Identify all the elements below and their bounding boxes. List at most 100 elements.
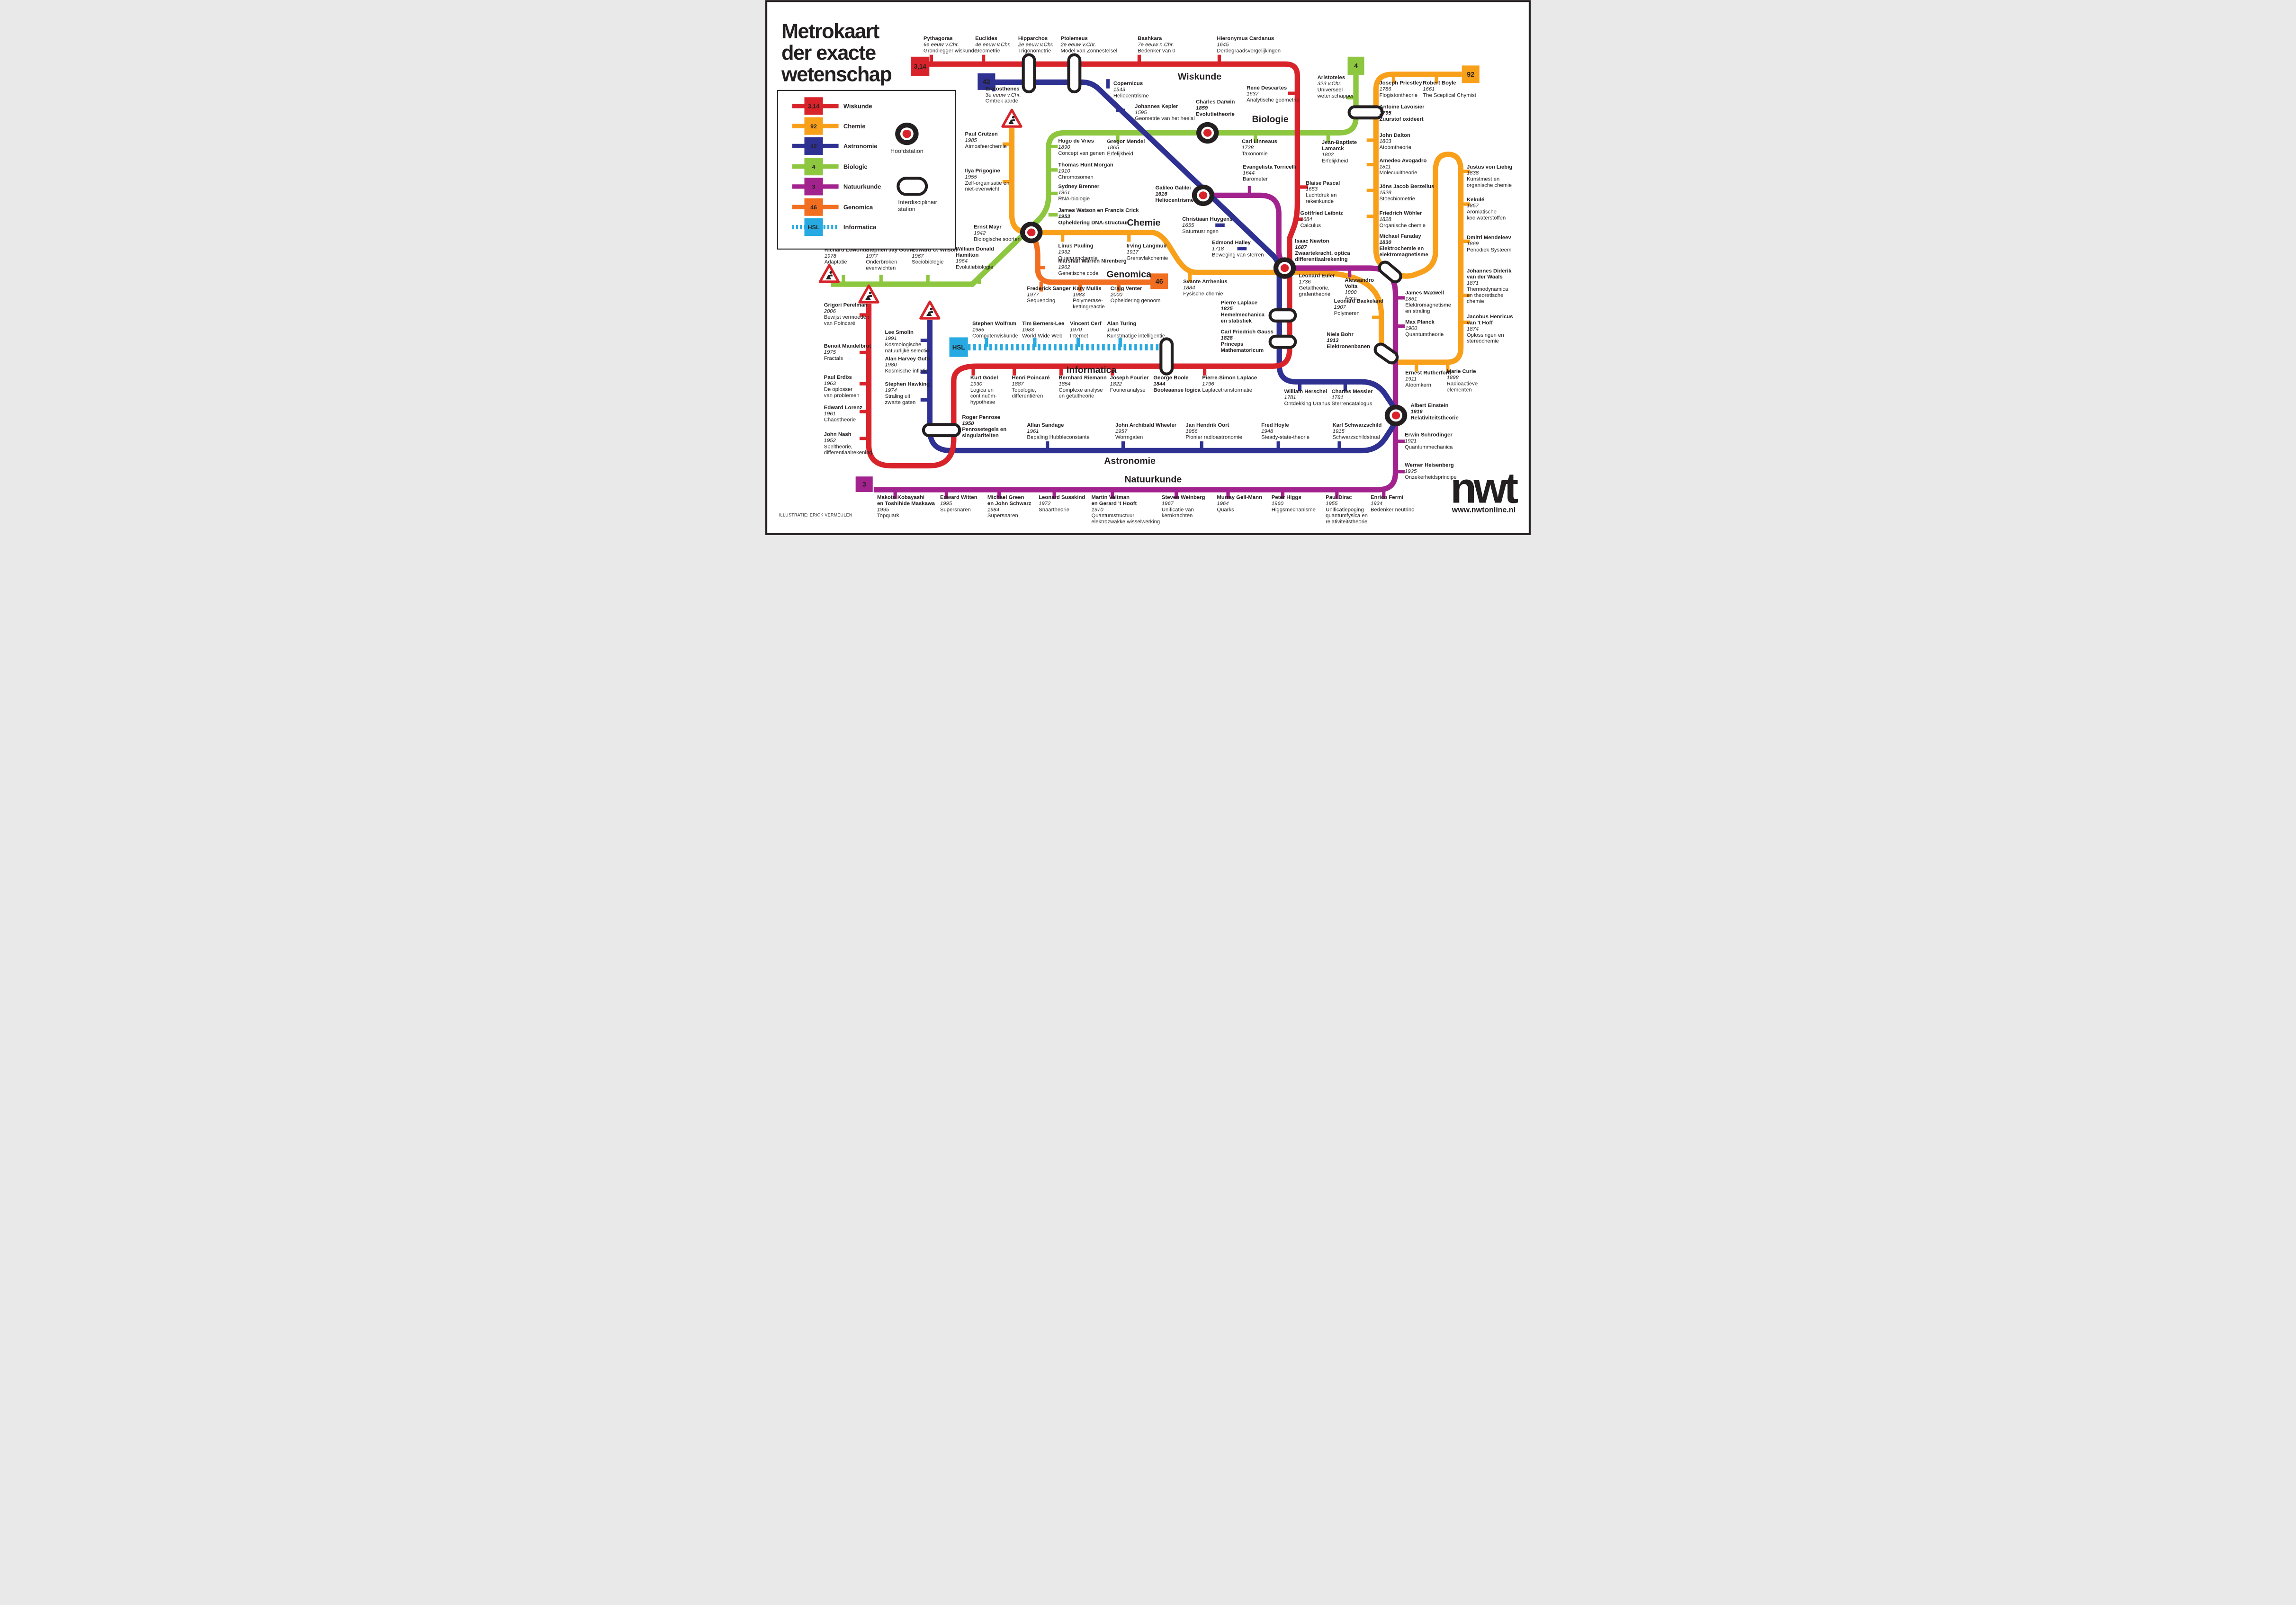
terminus-badge: 92 xyxy=(1462,65,1480,83)
station-tick xyxy=(1076,338,1080,347)
station-tick xyxy=(1366,138,1376,142)
terminus-box xyxy=(949,337,968,357)
station-tick xyxy=(1002,180,1012,184)
station-tick xyxy=(1366,215,1376,218)
station-tick xyxy=(1395,439,1405,443)
construction-worker-icon xyxy=(930,307,933,311)
station-tick xyxy=(1372,315,1381,319)
construction-triangle-icon xyxy=(858,284,879,304)
station-tick xyxy=(1217,54,1221,64)
interchange-station xyxy=(1268,334,1297,349)
line-name-label: Chemie xyxy=(1127,217,1161,228)
station-tick xyxy=(1175,489,1178,499)
terminus-number: HSL xyxy=(952,344,965,351)
hoofdstation xyxy=(1020,222,1043,243)
legend-badge xyxy=(804,218,823,236)
terminus-badge: HSL xyxy=(949,337,968,357)
construction-triangle-icon xyxy=(919,300,941,320)
legend-badge xyxy=(804,97,823,115)
station-tick xyxy=(1226,489,1230,499)
station-tick xyxy=(1395,470,1405,474)
construction-triangle xyxy=(858,284,879,304)
terminus-number: 4 xyxy=(1354,63,1358,70)
legend-item-label: Natuurkunde xyxy=(843,183,881,190)
legend-badge-number: HSL xyxy=(808,224,820,231)
hoofdstation-center xyxy=(1391,412,1400,420)
construction-triangle xyxy=(919,300,941,320)
terminus-badge: 4 xyxy=(1347,56,1364,75)
station-tick xyxy=(920,370,930,374)
station-tick xyxy=(997,489,1001,499)
line-biologie xyxy=(831,74,1359,287)
construction-worker-icon xyxy=(926,311,933,316)
station-tick xyxy=(1111,489,1114,499)
line-name-label: Natuurkunde xyxy=(1125,474,1182,484)
terminus-badge: 3 xyxy=(855,476,873,493)
construction-markers xyxy=(818,108,1022,320)
hoofdstation-center xyxy=(1280,264,1289,272)
station-tick xyxy=(971,366,975,376)
hoofdstation-center xyxy=(1027,228,1036,237)
terminus-number: 42 xyxy=(983,78,990,86)
station-tick xyxy=(1281,489,1285,499)
terminus-box xyxy=(978,73,996,90)
station-tick xyxy=(1391,74,1396,84)
station-tick xyxy=(1033,338,1037,347)
hoofdstation-center xyxy=(1203,129,1212,137)
station-tick xyxy=(1188,272,1192,282)
station-tick xyxy=(1048,144,1058,149)
construction-worker-icon xyxy=(825,274,833,279)
legend-item-label: Biologie xyxy=(843,163,868,170)
station-tick xyxy=(1059,366,1063,376)
line-name-labels: WiskundeBiologieChemieGenomicaInformatic… xyxy=(1067,72,1289,484)
line-name-label: Astronomie xyxy=(1104,456,1156,466)
station-tick xyxy=(1237,247,1247,251)
station-tick xyxy=(1461,320,1471,324)
station-ticks xyxy=(842,54,1471,499)
interchange-station xyxy=(1268,308,1297,323)
station-tick xyxy=(859,350,869,354)
station-tick xyxy=(1326,133,1330,143)
station-tick xyxy=(859,313,869,317)
legend-badge xyxy=(804,198,823,216)
terminus-number: 46 xyxy=(1156,278,1163,286)
terminus-box xyxy=(1462,65,1480,83)
nwt-url[interactable]: www.nwtonline.nl xyxy=(1452,506,1516,514)
legend-badge-number: 42 xyxy=(810,143,817,150)
